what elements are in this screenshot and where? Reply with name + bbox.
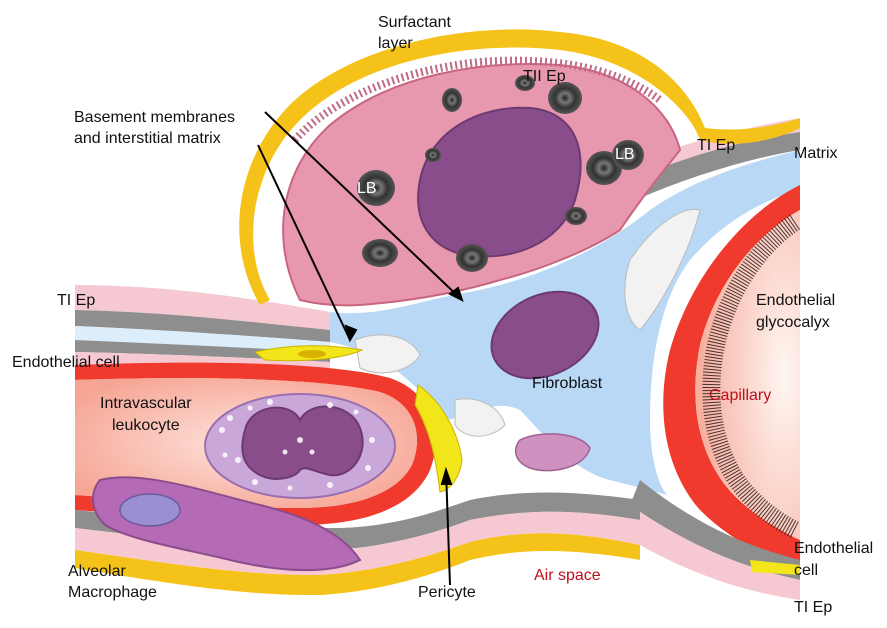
label-ti-ep-top-right: TI Ep: [697, 137, 735, 154]
label-intravascular-line2: leukocyte: [112, 417, 180, 434]
label-surfactant-line1: Surfactant: [378, 14, 451, 31]
label-endothelial-glycocalyx-line1: Endothelial: [756, 292, 835, 309]
label-endothelial-cell-right-line2: cell: [794, 562, 818, 579]
label-alveolar-line1: Alveolar: [68, 563, 126, 580]
label-matrix: Matrix: [794, 145, 838, 162]
intravascular-leukocyte: [205, 394, 395, 498]
label-air-space: Air space: [534, 567, 601, 584]
label-pericyte: Pericyte: [418, 584, 476, 601]
label-ti-ep-bottom-right: TI Ep: [794, 599, 832, 616]
label-basement-line2: and interstitial matrix: [74, 130, 221, 147]
label-lb-right: LB: [615, 146, 635, 163]
label-surfactant-line2: layer: [378, 35, 413, 52]
label-tii-ep: TII Ep: [523, 68, 566, 85]
label-endothelial-glycocalyx-line2: glycocalyx: [756, 314, 830, 331]
label-alveolar-line2: Macrophage: [68, 584, 157, 601]
label-fibroblast: Fibroblast: [532, 375, 603, 392]
label-endothelial-cell-left: Endothelial cell: [12, 354, 120, 371]
label-intravascular-line1: Intravascular: [100, 395, 192, 412]
label-lb-left: LB: [357, 180, 377, 197]
label-endothelial-cell-right-line1: Endothelial: [794, 540, 873, 557]
label-capillary: Capillary: [709, 387, 771, 404]
label-basement-line1: Basement membranes: [74, 109, 235, 126]
label-ti-ep-left: TI Ep: [57, 292, 95, 309]
